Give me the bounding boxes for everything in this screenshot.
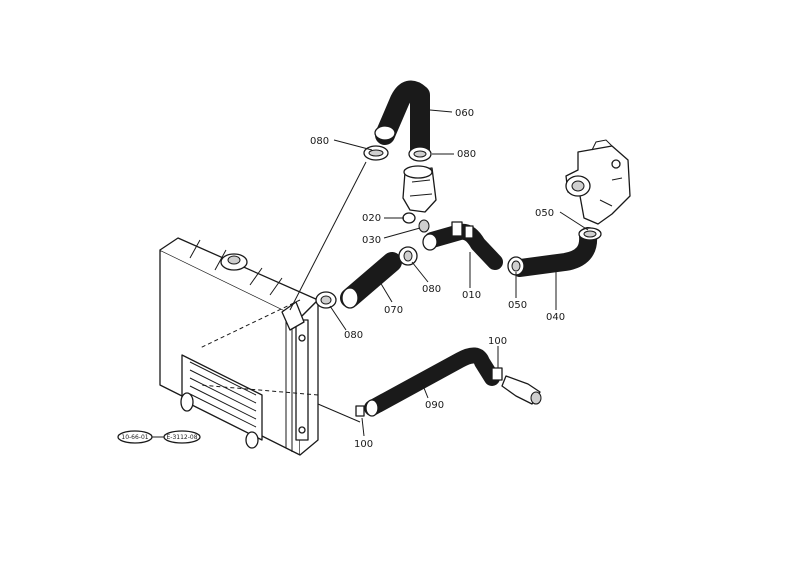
- clamp-050-pipe: [507, 256, 525, 276]
- label-080-middle: 080: [422, 284, 441, 295]
- label-030: 030: [362, 235, 381, 246]
- dashed-guide-lower: [199, 384, 319, 396]
- label-090: 090: [425, 400, 444, 411]
- label-040: 040: [546, 312, 565, 323]
- pipe-010: [422, 221, 503, 270]
- reference-tag-left: 10-66-01: [121, 434, 148, 441]
- washer-030: [418, 219, 430, 233]
- hose-040: [511, 227, 598, 277]
- leader-lines: [329, 109, 589, 437]
- label-050-pump: 050: [535, 208, 554, 219]
- clamp-100-right: [491, 367, 503, 381]
- hose-090: [364, 347, 500, 417]
- reference-tag-right: E-3112-08: [166, 434, 197, 441]
- label-050-pipe: 050: [508, 300, 527, 311]
- plug-020: [402, 212, 416, 224]
- radiator: [159, 237, 319, 456]
- label-100-right: 100: [488, 336, 507, 347]
- drain-fitting: [501, 375, 542, 405]
- clamp-080-upper-left: [363, 145, 389, 161]
- clamp-050-pump: [578, 227, 602, 241]
- label-080-lower: 080: [344, 330, 363, 341]
- reference-tags: 10-66-01 E-3112-08: [117, 430, 201, 444]
- leader-radiator-lower: [317, 403, 361, 423]
- clamp-080-upper-right: [408, 146, 432, 162]
- label-100-left: 100: [354, 439, 373, 450]
- label-080-upper-left: 080: [310, 136, 329, 147]
- dashed-guide-upper: [199, 299, 301, 349]
- label-010: 010: [462, 290, 481, 301]
- water-pump: [565, 139, 631, 225]
- label-070: 070: [384, 305, 403, 316]
- hose-070: [340, 252, 402, 309]
- leader-radiator-clamp: [289, 161, 367, 311]
- label-080-upper-right: 080: [457, 149, 476, 160]
- clamp-100-left: [355, 405, 365, 417]
- label-060: 060: [455, 108, 474, 119]
- clamp-080-middle: [398, 246, 418, 266]
- thermostat-housing: [402, 165, 437, 213]
- oil-cooler: [180, 354, 263, 449]
- clamp-080-lower: [315, 291, 337, 309]
- label-020: 020: [362, 213, 381, 224]
- hose-060: [374, 80, 430, 160]
